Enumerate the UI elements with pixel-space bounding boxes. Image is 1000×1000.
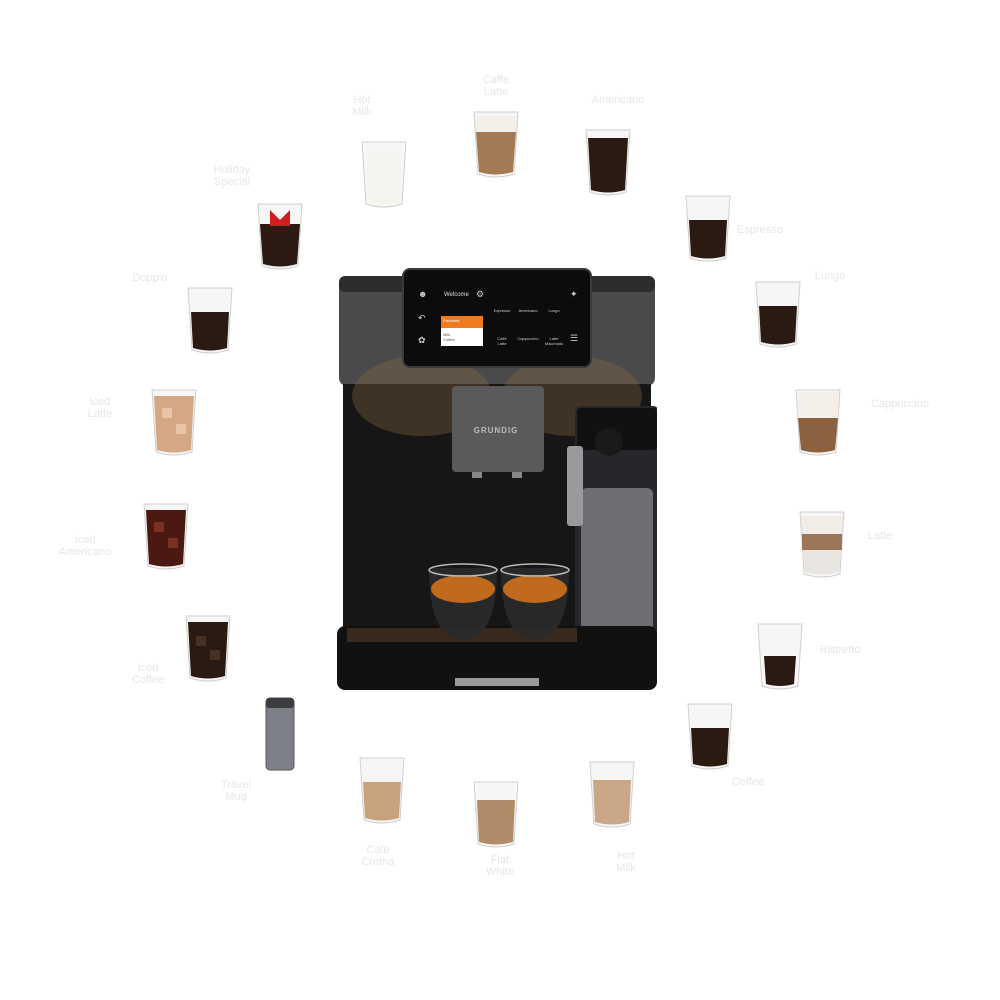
list-icon[interactable]: ☰ bbox=[570, 333, 579, 343]
user-icon[interactable]: ☻ bbox=[418, 289, 428, 299]
cup-icon bbox=[143, 503, 189, 570]
drink-label: Americano bbox=[591, 94, 645, 106]
cup-icon bbox=[265, 697, 295, 771]
drink-label: Holiday Special bbox=[213, 164, 251, 188]
drink-latte bbox=[466, 102, 526, 182]
gear-icon[interactable]: ⚙ bbox=[476, 289, 485, 299]
leaf-icon[interactable]: ✿ bbox=[418, 335, 426, 345]
espresso-cup-right bbox=[500, 563, 570, 640]
drink-flat bbox=[466, 772, 526, 852]
drink-espresso bbox=[180, 278, 240, 358]
selected-program-sub: Milk Coffee bbox=[443, 332, 455, 342]
sparkle-icon[interactable]: ✦ bbox=[570, 289, 578, 299]
drink-layered bbox=[792, 502, 852, 582]
selected-program-label: Favorites bbox=[443, 318, 460, 323]
cup-icon bbox=[799, 511, 845, 578]
cup-icon bbox=[257, 203, 303, 270]
screen-drink-latte-macchiato[interactable]: Latte Macchiato bbox=[544, 336, 564, 346]
cup-icon bbox=[473, 111, 519, 178]
screen-drink-caffe-latte[interactable]: Caffe Latte bbox=[497, 336, 507, 346]
drink-small bbox=[750, 614, 810, 694]
welcome-text: Welcome bbox=[444, 292, 469, 298]
drink-cappuccino bbox=[788, 380, 848, 460]
cup-icon bbox=[795, 389, 841, 456]
drink-label: Hot Milk bbox=[352, 94, 372, 118]
drink-milk bbox=[354, 132, 414, 212]
drink-label: Ristretto bbox=[819, 644, 861, 656]
drink-label: Iced Latte bbox=[87, 396, 113, 420]
milk-nozzle bbox=[567, 446, 583, 526]
cup-icon bbox=[755, 281, 801, 348]
coffee-spout bbox=[452, 386, 544, 472]
drink-espresso bbox=[680, 694, 740, 774]
cup-icon bbox=[359, 757, 405, 824]
screen-drink-lungo[interactable]: Lungo bbox=[548, 308, 560, 313]
cup-icon bbox=[473, 781, 519, 848]
back-icon[interactable]: ↶ bbox=[418, 313, 426, 323]
drink-label: Doppio bbox=[132, 272, 168, 284]
drink-iced-latte bbox=[144, 380, 204, 460]
drink-americano bbox=[578, 120, 638, 200]
drink-label: Cafe Crema bbox=[361, 844, 395, 868]
drink-label: Latte bbox=[867, 530, 893, 542]
screen-drink-cappuccino[interactable]: Cappuccino bbox=[517, 336, 539, 341]
drink-iced-dark bbox=[178, 606, 238, 686]
drink-label: Flat White bbox=[485, 854, 515, 878]
drink-gift bbox=[250, 194, 310, 274]
screen-drink-americano[interactable]: Americano bbox=[518, 308, 538, 313]
drink-milk-cup bbox=[582, 752, 642, 832]
screen-drink-espresso[interactable]: Espresso bbox=[493, 308, 511, 313]
cup-icon bbox=[187, 287, 233, 354]
drink-label: Travel Mug bbox=[220, 779, 252, 803]
cup-icon bbox=[757, 623, 803, 690]
cup-icon bbox=[151, 389, 197, 456]
cup-icon bbox=[361, 141, 407, 208]
coffee-machine bbox=[337, 276, 657, 690]
drink-label: Lungo bbox=[814, 270, 846, 282]
machine-display[interactable]: Welcome ☻ ↶ ✿ ⚙ Favorites Milk Coffee Es… bbox=[402, 268, 592, 368]
drink-mug bbox=[250, 694, 310, 774]
drink-espresso bbox=[748, 272, 808, 352]
drink-label: Espresso bbox=[737, 224, 783, 236]
espresso-cup-left bbox=[428, 563, 498, 640]
cup-icon bbox=[185, 615, 231, 682]
drink-crema bbox=[352, 748, 412, 828]
drink-iced-red bbox=[136, 494, 196, 574]
drink-label: Coffee bbox=[731, 776, 765, 788]
cup-icon bbox=[585, 129, 631, 196]
drink-espresso bbox=[678, 186, 738, 266]
drink-label: Caffe Latte bbox=[482, 74, 510, 98]
selected-program-tile[interactable]: Favorites Milk Coffee bbox=[441, 316, 483, 346]
cup-icon bbox=[589, 761, 635, 828]
brand-logo: GRUNDIG bbox=[473, 426, 519, 435]
drink-label: Cappuccino bbox=[870, 398, 930, 410]
drink-label: Hot Milk bbox=[616, 850, 636, 874]
drink-label: Iced Americano bbox=[58, 534, 112, 558]
cup-icon bbox=[687, 703, 733, 770]
cup-icon bbox=[685, 195, 731, 262]
drink-label: Iced Coffee bbox=[131, 662, 165, 686]
